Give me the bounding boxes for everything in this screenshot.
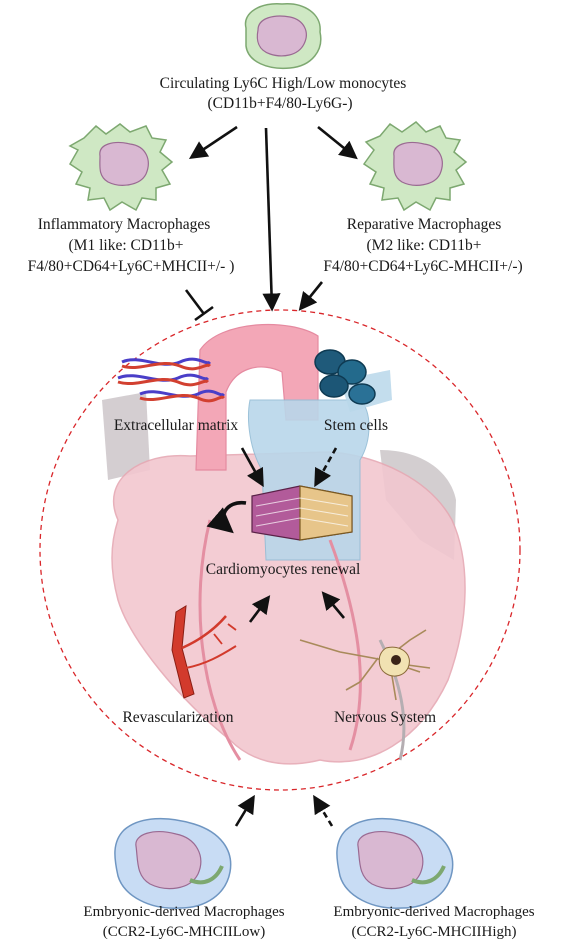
nervous-label: Nervous System — [334, 709, 436, 726]
monocyte-top-cell — [244, 3, 322, 70]
arrow-to-m1 — [188, 125, 238, 160]
embryonic-low-cell — [114, 817, 232, 909]
m1-line2: (M1 like: CD11b+ — [69, 237, 184, 254]
neuron-icon — [299, 629, 431, 701]
arrow-nerve-to-cm — [321, 591, 345, 619]
ecm-label: Extracellular matrix — [114, 417, 239, 434]
emb-high-line1: Embryonic-derived Macrophages — [333, 904, 534, 920]
stem-cells-label: Stem cells — [324, 417, 388, 434]
cardiomyocyte-tissue-icon — [251, 485, 353, 541]
renewal-label: Cardiomyocytes renewal — [206, 561, 361, 578]
heart-boundary-circle — [39, 309, 521, 791]
monocyte-title: Circulating Ly6C High/Low monocytes — [160, 75, 407, 92]
heart-illustration — [102, 323, 466, 765]
monocyte-markers: (CD11b+F4/80-Ly6G-) — [207, 95, 352, 112]
emb-high-line2: (CCR2-Ly6C-MHCIIHigh) — [352, 924, 517, 940]
arrow-to-m2 — [317, 125, 358, 160]
arrow-ecm-to-cm — [240, 447, 264, 488]
arrow-from-m2 — [298, 281, 324, 311]
m2-line1: Reparative Macrophages — [347, 216, 502, 233]
m1-line3: F4/80+CD64+Ly6C+MHCII+/- ) — [28, 258, 235, 275]
m2-macrophage-cell — [362, 121, 468, 212]
m2-line3: F4/80+CD64+Ly6C-MHCII+/-) — [323, 258, 522, 275]
blood-vessel-icon — [171, 605, 237, 699]
embryonic-high-cell — [336, 817, 454, 909]
stem-cells-icon — [314, 349, 376, 405]
arrow-emb-high-to-heart — [313, 794, 334, 827]
ecm-fiber-icon — [117, 357, 226, 403]
inhibition-arrow — [184, 289, 214, 322]
emb-low-line2: (CCR2-Ly6C-MHCIILow) — [103, 924, 266, 940]
arrow-revasc-to-cm — [248, 595, 271, 623]
arrow-stem-to-cm — [314, 447, 338, 488]
revasc-label: Revascularization — [122, 709, 233, 726]
arrow-to-heart — [262, 127, 281, 312]
m1-macrophage-cell — [68, 123, 174, 212]
arrow-emb-low-to-heart — [234, 794, 255, 827]
m1-line1: Inflammatory Macrophages — [38, 216, 211, 233]
m2-line2: (M2 like: CD11b+ — [367, 237, 482, 254]
self-renewal-arrow — [206, 501, 247, 534]
emb-low-line1: Embryonic-derived Macrophages — [83, 904, 284, 920]
